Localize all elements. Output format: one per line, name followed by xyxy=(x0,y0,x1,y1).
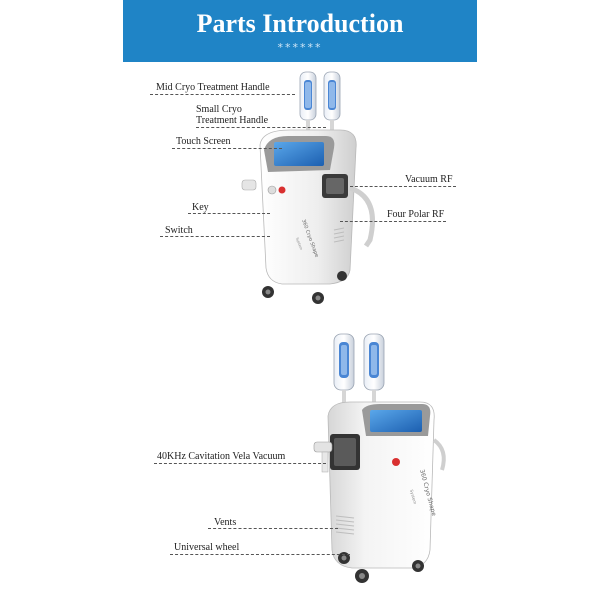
leader-switch xyxy=(160,236,270,237)
key-button[interactable] xyxy=(267,185,277,195)
label-touch-screen: Touch Screen xyxy=(176,136,231,147)
machine-2-illustration: 360 Cryo Shape System xyxy=(313,333,446,583)
leader-vents xyxy=(208,528,338,529)
label-vents: Vents xyxy=(214,517,237,528)
label-four-polar-rf: Four Polar RF xyxy=(387,209,445,220)
label-universal-wheel: Universal wheel xyxy=(174,542,240,553)
vents xyxy=(335,515,355,535)
leader-cavitation xyxy=(154,463,326,464)
label-vacuum-rf: Vacuum RF xyxy=(405,174,453,185)
wheel-3 xyxy=(337,271,347,281)
label-mid-cryo: Mid Cryo Treatment Handle xyxy=(156,82,270,93)
machine-1-illustration: 360 Cryo Shape System xyxy=(241,71,375,304)
machine-1-brand-sub: System xyxy=(295,237,303,251)
label-cavitation: 40KHz Cavitation Vela Vacuum xyxy=(157,451,286,462)
leader-mid-cryo xyxy=(150,94,295,95)
leader-touch-screen xyxy=(172,148,282,149)
leader-universal-wheel xyxy=(170,554,350,555)
cryo-handle-right xyxy=(363,333,385,404)
cryo-handle-left xyxy=(333,333,355,404)
machine-2-brand-sub: System xyxy=(409,489,418,505)
label-small-cryo-1: Small Cryo xyxy=(196,104,242,115)
switch-knob[interactable] xyxy=(278,186,286,194)
touch-screen[interactable] xyxy=(274,142,324,166)
leader-small-cryo xyxy=(196,127,326,128)
leader-four-polar-rf xyxy=(340,221,446,222)
machine-2-switch[interactable] xyxy=(392,458,400,466)
leader-key xyxy=(188,213,270,214)
machine-2-screen[interactable] xyxy=(370,410,422,432)
label-switch: Switch xyxy=(165,225,193,236)
leader-vacuum-rf xyxy=(350,186,456,187)
header-banner: Parts Introduction ****** xyxy=(123,0,477,62)
label-key: Key xyxy=(192,202,209,213)
star-divider: ****** xyxy=(277,41,323,54)
cavitation-handle xyxy=(313,441,333,453)
label-small-cryo-2: Treatment Handle xyxy=(196,115,269,126)
page-title: Parts Introduction xyxy=(196,9,404,38)
